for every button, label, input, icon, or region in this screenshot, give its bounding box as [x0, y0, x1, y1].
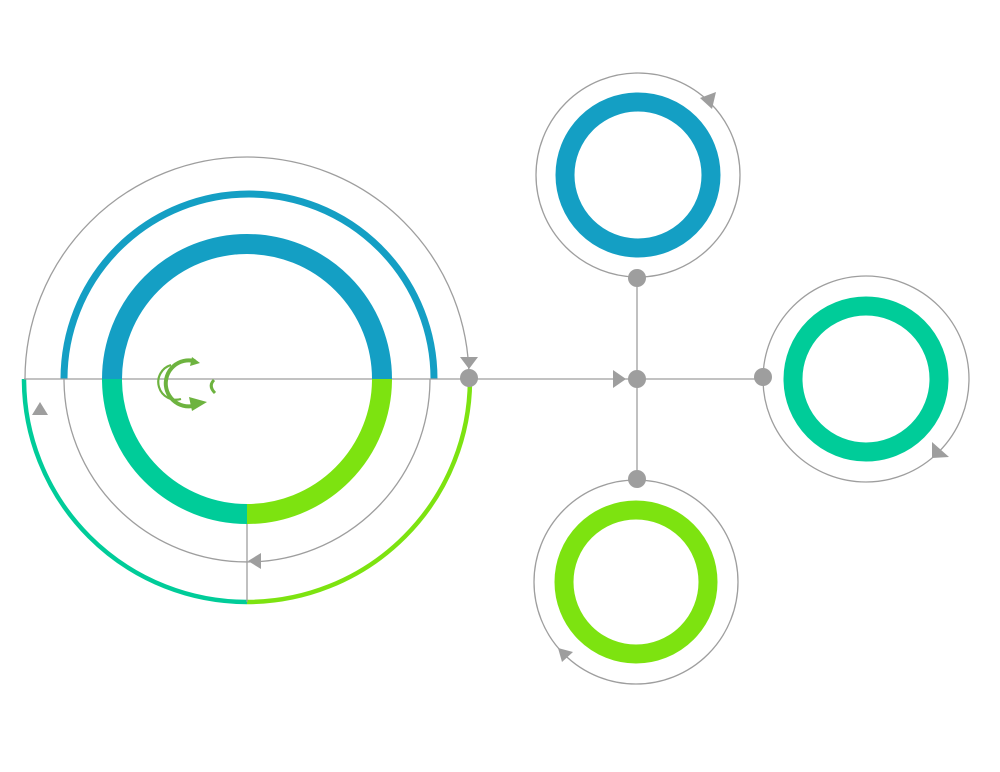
satellite-top-ring — [555, 92, 721, 258]
main-hub — [21, 156, 478, 605]
satellite-right-guide-ring — [762, 275, 970, 483]
main-thick-ring-green — [246, 378, 392, 524]
satellite-bottom — [533, 479, 739, 685]
arrow-right-icon — [613, 370, 626, 388]
node-dot-bottom — [628, 470, 646, 488]
main-thick-ring-teal — [102, 378, 248, 524]
satellite-right — [762, 275, 970, 483]
main-thin-ring-teal — [21, 378, 248, 605]
satellite-right-ring — [783, 296, 949, 462]
main-outer-guide-arc — [24, 156, 470, 380]
satellite-right-arrow-icon — [932, 442, 949, 458]
satellite-top-arrow-icon — [700, 92, 716, 109]
satellite-top — [535, 72, 741, 278]
arrow-down-icon — [460, 357, 478, 369]
node-dot-top — [628, 269, 646, 287]
satellite-top-guide-ring — [535, 72, 741, 278]
main-thick-ring-blue — [102, 234, 392, 380]
satellite-bottom-ring — [554, 500, 718, 664]
arrow-left-icon — [248, 553, 261, 569]
main-thin-ring-green — [246, 378, 473, 605]
arrow-up-icon — [32, 402, 48, 415]
connectors — [460, 269, 772, 488]
node-dot-main — [460, 369, 478, 387]
partial-circular-logo-icon — [157, 357, 217, 411]
node-dot-center — [628, 370, 646, 388]
satellite-bottom-guide-ring — [533, 479, 739, 685]
main-thin-ring-blue — [60, 190, 438, 380]
satellite-bottom-arrow-icon — [558, 648, 573, 662]
